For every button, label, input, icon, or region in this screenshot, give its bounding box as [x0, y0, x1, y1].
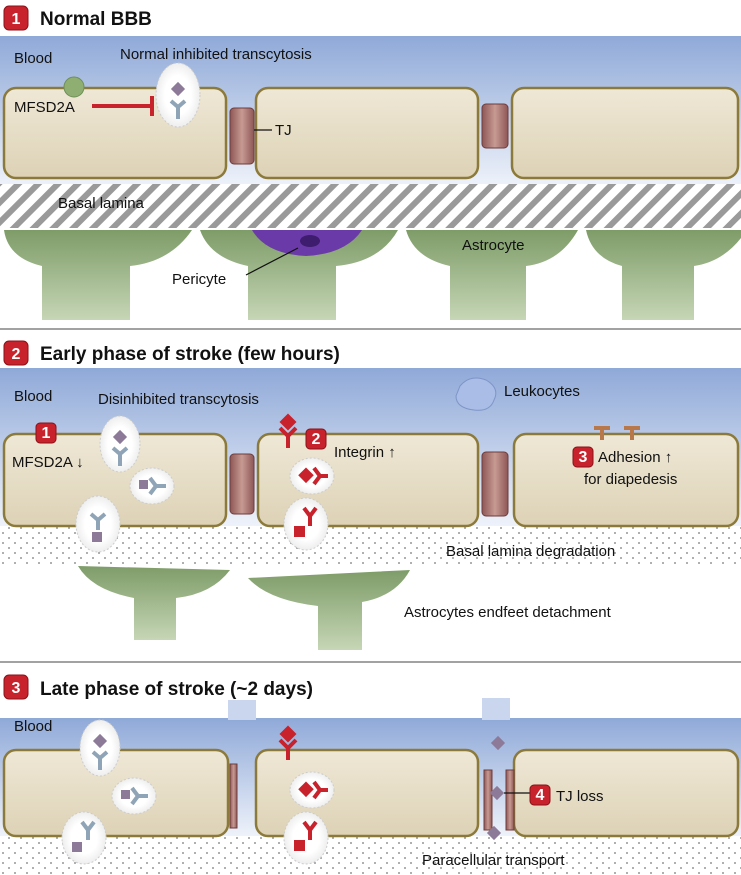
tight-junction-remnant — [505, 769, 515, 831]
tj-loss-label: TJ loss — [556, 788, 604, 805]
panel-title: Early phase of stroke (few hours) — [40, 344, 340, 365]
endothelial-cell — [510, 86, 740, 180]
transcytosis-label: Normal inhibited transcytosis — [120, 46, 312, 63]
endothelial-cell — [254, 86, 480, 180]
panel-number-badge — [3, 674, 29, 700]
badge-adhesion-number: 3 — [579, 449, 588, 466]
blood-label: Blood — [14, 388, 52, 405]
endothelial-cell — [512, 432, 740, 528]
pericyte-label: Pericyte — [172, 271, 226, 288]
panel-1-normal-bbb: Blood Normal inhibited transcytosis MFSD… — [0, 36, 741, 320]
vesicle-icon — [289, 771, 335, 809]
panel-title: Normal BBB — [40, 9, 152, 30]
paracellular-cargo — [489, 785, 505, 801]
astrocyte-label: Astrocyte — [462, 237, 525, 254]
astrocyte-endfoot — [200, 230, 398, 320]
vesicle-icon — [61, 811, 107, 865]
badge-tj-loss — [529, 784, 551, 806]
paracellular-cargo — [486, 825, 502, 841]
tight-junction — [481, 103, 509, 149]
panel-number-badge — [3, 340, 29, 366]
badge-mfsd2a — [35, 422, 57, 444]
astrocyte-endfoot — [406, 230, 578, 320]
blood-label: Blood — [14, 718, 52, 735]
vesicle-icon — [283, 497, 329, 551]
astrocytes-label: Astrocytes endfeet detachment — [404, 604, 612, 621]
panel-title: Late phase of stroke (~2 days) — [40, 679, 313, 700]
tight-junction-remnant — [483, 769, 493, 831]
leukocyte-icon — [455, 377, 497, 411]
vesicle-icon — [99, 415, 141, 473]
badge-integrin — [305, 428, 327, 450]
basal-lamina — [0, 184, 741, 228]
tj-label: TJ — [275, 122, 292, 139]
pericyte-pointer — [245, 247, 299, 276]
vesicle-icon — [111, 777, 157, 815]
panel-number: 3 — [12, 680, 21, 697]
blood-leak — [228, 700, 256, 720]
vesicle-icon — [283, 811, 329, 865]
badge-adhesion — [572, 446, 594, 468]
vesicle-icon — [79, 719, 121, 777]
mfsd2a-label: MFSD2A — [14, 99, 75, 116]
adhesion-molecule-icon — [594, 426, 640, 440]
blood-label: Blood — [14, 50, 52, 67]
tight-junction — [481, 451, 509, 517]
tight-junction-remnant — [229, 763, 238, 829]
tight-junction — [229, 107, 255, 165]
vesicle-icon — [289, 457, 335, 495]
mfsd2a-label: MFSD2A ↓ — [12, 454, 84, 471]
vesicle-icon — [155, 62, 201, 128]
basal-lamina-label: Basal lamina — [58, 195, 145, 212]
paracellular-cargo — [490, 735, 506, 751]
badge-mfsd2a-number: 1 — [42, 425, 51, 442]
transcytosis-label: Disinhibited transcytosis — [98, 391, 259, 408]
vesicle-icon — [129, 467, 175, 505]
astrocyte-endfoot — [248, 570, 410, 650]
basal-lamina-label: Basal lamina degradation — [446, 543, 615, 560]
leukocytes-label: Leukocytes — [504, 383, 580, 400]
degraded-basal-lamina — [0, 526, 741, 566]
astrocyte-endfoot — [78, 566, 230, 640]
panel-2-early-phase: 1 2 3 Blood Disinhibited transcytosis Le… — [0, 368, 741, 650]
panel-1-header: 1 Normal BBB — [3, 5, 152, 31]
blood-leak — [482, 698, 510, 720]
pericyte-nucleus — [300, 235, 320, 247]
integrin-label: Integrin ↑ — [334, 444, 396, 461]
badge-integrin-number: 2 — [312, 431, 321, 448]
mfsd2a-ball — [63, 76, 85, 98]
panel-3-late-phase: 4 Blood TJ loss Paracellular transport — [0, 698, 741, 875]
astrocyte-endfoot — [4, 230, 192, 320]
panel-number: 1 — [12, 11, 21, 28]
vesicle-icon — [75, 495, 121, 553]
adhesion-label: Adhesion ↑ — [598, 449, 672, 466]
diapedesis-label: for diapedesis — [584, 471, 677, 488]
paracellular-label: Paracellular transport — [422, 852, 565, 869]
receptor-icon — [278, 725, 298, 760]
badge-tj-loss-number: 4 — [536, 787, 545, 804]
panel-number-badge — [3, 5, 29, 31]
tight-junction — [229, 453, 255, 515]
astrocyte-endfoot — [586, 230, 741, 320]
panel-2-header: 2 Early phase of stroke (few hours) — [3, 340, 340, 366]
panel-number: 2 — [12, 346, 21, 363]
panel-3-header: 3 Late phase of stroke (~2 days) — [3, 674, 313, 700]
astrocyte-endfeet — [4, 230, 741, 320]
degraded-basal-lamina — [0, 836, 741, 875]
